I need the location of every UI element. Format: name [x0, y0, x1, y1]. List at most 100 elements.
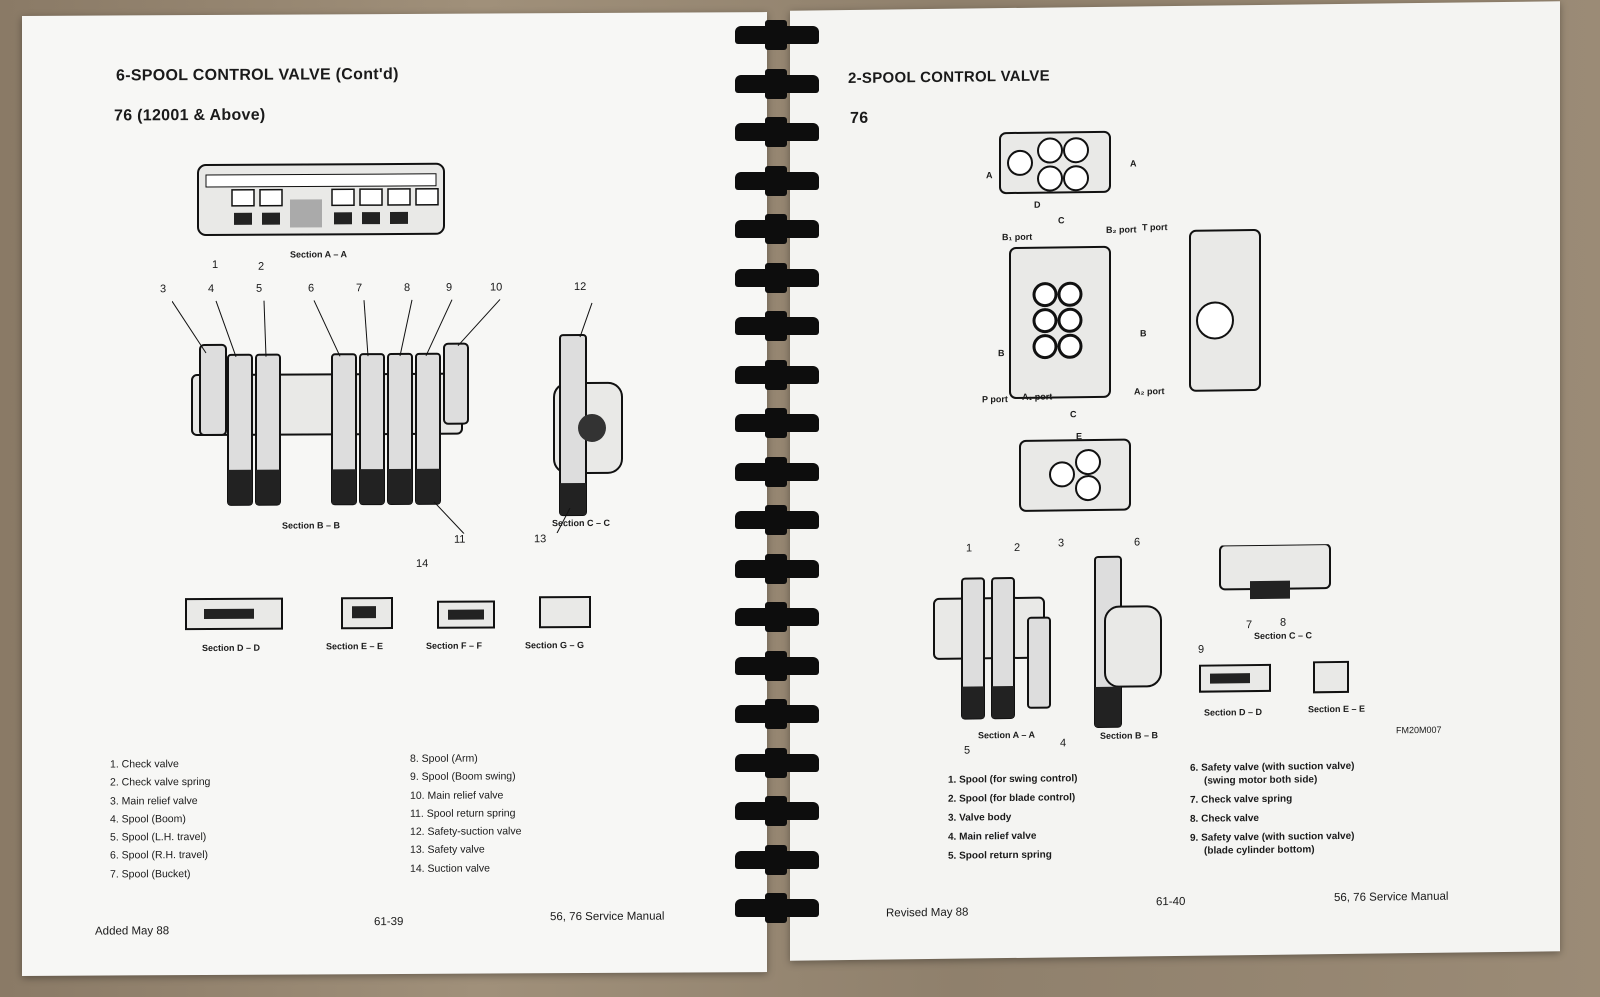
parts-legend-col2: 8. Spool (Arm) 9. Spool (Boom swing) 10.…: [410, 749, 521, 878]
legend-item-note: (swing motor both side): [1204, 774, 1318, 787]
page-number: 61-39: [374, 915, 404, 929]
section-drawings-2-spool: [933, 543, 1349, 728]
legend-item: 7. Check valve spring: [1190, 793, 1293, 806]
cut-mark: C: [1058, 215, 1065, 226]
callout: 4: [1060, 737, 1067, 750]
callout: 8: [404, 281, 411, 294]
page-subtitle: 76 (12001 & Above): [114, 106, 266, 125]
callout: 11: [454, 533, 466, 546]
callout: 3: [160, 283, 167, 296]
legend-item: 9. Safety valve (with suction valve): [1190, 830, 1355, 844]
binding-ring: [735, 408, 819, 438]
binding-ring: [735, 553, 819, 584]
callout: 1: [212, 258, 219, 271]
callout: 7: [1246, 619, 1253, 632]
legend-item: 4. Spool (Boom): [110, 812, 186, 826]
callout: 10: [490, 281, 503, 294]
cut-mark: D: [1034, 199, 1041, 210]
legend-item: 3. Main relief valve: [110, 794, 198, 808]
section-label: Section B – B: [1100, 730, 1159, 741]
left-manual-page: 6-SPOOL CONTROL VALVE (Cont'd) 76 (12001…: [22, 12, 767, 976]
parts-legend-col1: 1. Spool (for swing control) 2. Spool (f…: [948, 769, 1077, 866]
valve-diagram-6-spool: [172, 162, 623, 534]
legend-item: 6. Spool (R.H. travel): [110, 849, 209, 862]
legend-item: 2. Spool (for blade control): [948, 792, 1076, 805]
cut-mark: E: [1076, 431, 1083, 442]
legend-item: 14. Suction valve: [410, 862, 490, 875]
section-label: Section C – C: [1254, 630, 1313, 642]
right-manual-page: 2-SPOOL CONTROL VALVE 76 B₁ port B₂ port…: [790, 1, 1560, 961]
port-label: B₂ port: [1106, 224, 1137, 235]
section-label: Section E – E: [326, 641, 384, 652]
section-label: Section C – C: [552, 517, 611, 529]
binding-ring: [735, 117, 819, 147]
section-label: Section D – D: [1204, 706, 1263, 718]
callout: 6: [1134, 536, 1141, 549]
port-label: A₁ port: [1022, 391, 1053, 402]
section-label: Section G – G: [525, 640, 585, 651]
parts-legend-col1: 1. Check valve 2. Check valve spring 3. …: [110, 755, 210, 884]
section-label: Section B – B: [282, 520, 341, 531]
cut-mark: A: [986, 170, 993, 181]
section-label: Section D – D: [202, 642, 261, 654]
callout: 12: [574, 280, 587, 294]
legend-item: 1. Spool (for swing control): [948, 773, 1078, 786]
binding-ring: [735, 796, 819, 826]
valve-diagram-2-spool: [999, 130, 1261, 512]
binding-ring: [735, 602, 819, 632]
callout: 3: [1058, 537, 1065, 550]
section-label: Section E – E: [1308, 703, 1366, 715]
page-subtitle: 76: [850, 109, 869, 127]
footer-manual-title: 56, 76 Service Manual: [550, 910, 665, 924]
binding-ring: [735, 262, 819, 293]
section-label: Section A – A: [978, 729, 1036, 741]
legend-item: 13. Safety valve: [410, 844, 485, 857]
binding-ring: [735, 311, 819, 341]
callout: 2: [258, 260, 265, 273]
section-c-c-drawing: [553, 302, 623, 534]
cut-mark: B: [998, 348, 1005, 359]
page-title: 2-SPOOL CONTROL VALVE: [848, 67, 1050, 87]
callout: 13: [534, 533, 547, 546]
binding-ring: [735, 699, 819, 729]
section-b-b-drawing: [172, 299, 501, 534]
legend-item: 10. Main relief valve: [410, 789, 504, 802]
binding-ring: [735, 505, 819, 535]
cut-mark: A: [1130, 158, 1137, 169]
binding-ring: [735, 214, 819, 244]
page-number: 61-40: [1156, 895, 1186, 909]
legend-item: 5. Spool (L.H. travel): [110, 831, 207, 844]
cut-mark: B: [1140, 328, 1147, 339]
callout: 1: [966, 542, 973, 555]
cut-mark: C: [1070, 409, 1077, 420]
callout: 9: [446, 281, 453, 294]
legend-item: 4. Main relief valve: [948, 830, 1037, 843]
callout: 14: [416, 557, 429, 570]
legend-item: 2. Check valve spring: [110, 776, 211, 789]
callout: 7: [356, 282, 363, 295]
port-label: B₁ port: [1002, 231, 1033, 243]
small-section-drawings: [185, 595, 591, 631]
binding-ring: [735, 650, 819, 681]
legend-item: 7. Spool (Bucket): [110, 867, 191, 881]
legend-item: 12. Safety-suction valve: [410, 825, 522, 839]
callout: 6: [308, 282, 315, 295]
callout: 8: [1280, 616, 1287, 629]
legend-item: 9. Spool (Boom swing): [410, 770, 516, 784]
binding-ring: [735, 68, 819, 99]
legend-item: 5. Spool return spring: [948, 849, 1052, 862]
footer-date: Revised May 88: [886, 906, 969, 920]
page-title: 6-SPOOL CONTROL VALVE (Cont'd): [116, 65, 399, 85]
section-a-a-drawing: [197, 162, 445, 236]
legend-item: 8. Spool (Arm): [410, 752, 478, 765]
callout: 9: [1198, 643, 1205, 656]
legend-item-note: (blade cylinder bottom): [1204, 844, 1315, 857]
section-label: Section A – A: [290, 249, 348, 260]
footer-date: Added May 88: [95, 925, 170, 938]
callout: 2: [1014, 541, 1021, 554]
callout: 5: [256, 282, 263, 295]
binding-ring: [735, 893, 819, 923]
binding-ring: [735, 359, 819, 390]
binding-ring: [735, 165, 819, 196]
legend-item: 11. Spool return spring: [410, 807, 516, 820]
